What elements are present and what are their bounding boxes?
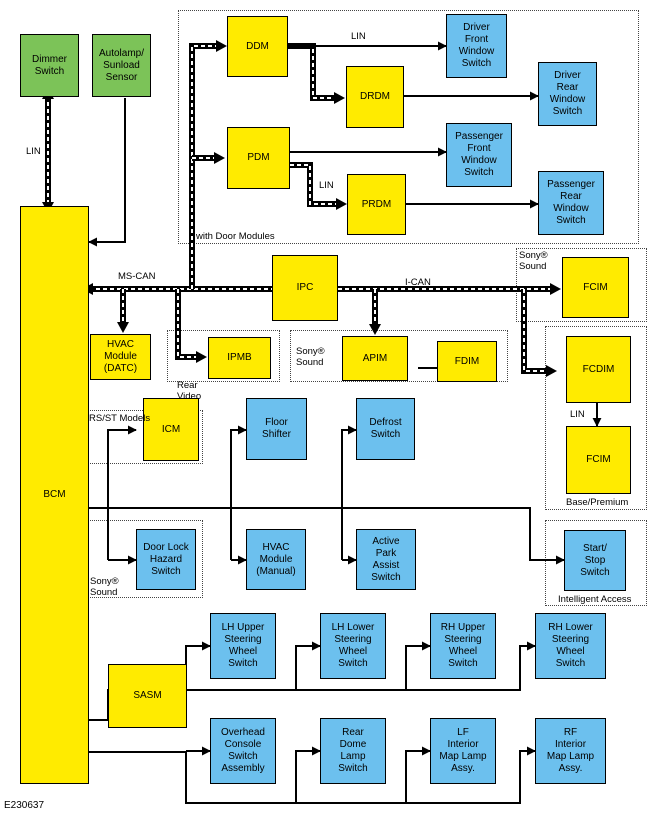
fcim-bottom-module: FCIM [566, 426, 631, 494]
lin-label-fcdim: LIN [570, 409, 585, 420]
sony-sound-label-apim: Sony® Sound [296, 346, 325, 368]
passenger-front-window-switch-box: Passenger Front Window Switch [446, 123, 512, 187]
group-door-modules [178, 10, 639, 244]
bus-lines [45, 43, 554, 374]
group-sony-fcim [516, 248, 647, 322]
ms-can-label: MS-CAN [118, 271, 156, 282]
start-stop-switch-box: Start/ Stop Switch [564, 530, 626, 591]
floor-shifter-box: Floor Shifter [246, 398, 307, 460]
rear-dome-lamp-switch-box: Rear Dome Lamp Switch [320, 718, 386, 784]
group-sony-apim [290, 330, 508, 382]
apim-module: APIM [342, 336, 408, 381]
dimmer-switch-box: Dimmer Switch [20, 34, 79, 97]
group-base-premium [545, 326, 647, 510]
driver-front-window-switch-box: Driver Front Window Switch [446, 14, 507, 78]
hvac-datc-module: HVAC Module (DATC) [90, 334, 151, 380]
figure-id-label: E230637 [4, 800, 45, 811]
ipc-module: IPC [272, 255, 338, 321]
fdim-module: FDIM [437, 341, 497, 382]
group-intelligent-access [545, 520, 647, 606]
ipmb-module: IPMB [208, 337, 271, 379]
wire-lines [88, 41, 602, 804]
rs-st-models-label: RS/ST Models [89, 413, 151, 424]
base-premium-label: Base/Premium [566, 497, 629, 508]
rear-video-label: Rear Video [177, 380, 202, 402]
icm-module: ICM [143, 398, 199, 461]
autolamp-sunload-sensor-box: Autolamp/ Sunload Sensor [92, 34, 151, 97]
ddm-module: DDM [227, 16, 288, 77]
hvac-manual-module-box: HVAC Module (Manual) [246, 529, 306, 590]
i-can-label: I-CAN [405, 277, 431, 288]
lh-upper-steering-wheel-switch-box: LH Upper Steering Wheel Switch [210, 613, 276, 679]
sony-sound-label-doorlock: Sony® Sound [90, 576, 119, 598]
lh-lower-steering-wheel-switch-box: LH Lower Steering Wheel Switch [320, 613, 386, 679]
prdm-module: PRDM [347, 174, 406, 235]
fcdim-module: FCDIM [566, 336, 631, 403]
rf-interior-map-lamp-box: RF Interior Map Lamp Assy. [535, 718, 606, 784]
lin-label-dimmer: LIN [26, 146, 41, 157]
rh-lower-steering-wheel-switch-box: RH Lower Steering Wheel Switch [535, 613, 606, 679]
sony-sound-label-fcim: Sony® Sound [519, 250, 548, 272]
drdm-module: DRDM [346, 66, 404, 128]
passenger-rear-window-switch-box: Passenger Rear Window Switch [538, 171, 604, 235]
group-rear-video [167, 330, 280, 382]
door-lock-hazard-switch-box: Door Lock Hazard Switch [136, 529, 196, 590]
pdm-module: PDM [227, 127, 290, 189]
defrost-switch-box: Defrost Switch [356, 398, 415, 460]
fcim-top-module: FCIM [562, 257, 629, 318]
intelligent-access-label: Intelligent Access [558, 594, 632, 605]
lin-label-ddm: LIN [351, 31, 366, 42]
with-door-modules-label: with Door Modules [196, 231, 275, 242]
driver-rear-window-switch-box: Driver Rear Window Switch [538, 62, 597, 126]
overhead-console-switch-assembly-box: Overhead Console Switch Assembly [210, 718, 276, 784]
sasm-module: SASM [108, 664, 187, 728]
lin-label-pdm: LIN [319, 180, 334, 191]
lf-interior-map-lamp-box: LF Interior Map Lamp Assy. [430, 718, 496, 784]
bcm-module: BCM [20, 206, 89, 784]
rh-upper-steering-wheel-switch-box: RH Upper Steering Wheel Switch [430, 613, 496, 679]
active-park-assist-switch-box: Active Park Assist Switch [356, 529, 416, 590]
